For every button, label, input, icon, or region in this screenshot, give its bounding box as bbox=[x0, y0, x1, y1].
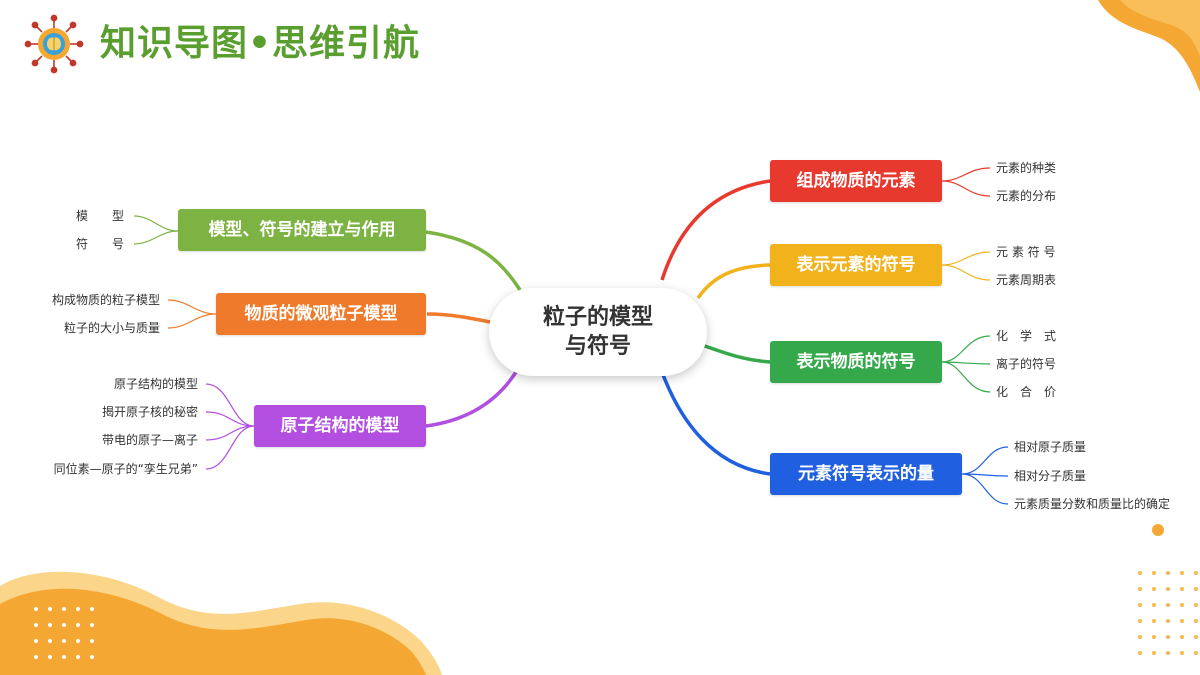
branch-substance-symbols[interactable]: 表示物质的符号 bbox=[770, 341, 942, 383]
leaf-connectors-atom-structure bbox=[205, 383, 255, 470]
leaf-item[interactable]: 构成物质的粒子模型 bbox=[51, 293, 160, 307]
leaf-item[interactable]: 带电的原子—离子 bbox=[101, 433, 198, 447]
leaf-item[interactable]: 化 学 式 bbox=[996, 329, 1057, 343]
leaf-item[interactable]: 同位素—原子的“孪生兄弟” bbox=[53, 462, 198, 476]
connector-atom-structure bbox=[425, 371, 518, 428]
accent-dot bbox=[1152, 524, 1164, 536]
connector-quantities bbox=[660, 371, 771, 476]
leaf-item[interactable]: 揭开原子核的秘密 bbox=[101, 405, 198, 419]
connector-element-symbols bbox=[696, 263, 771, 300]
leaf-item[interactable]: 元素周期表 bbox=[996, 273, 1057, 287]
leaf-connectors-model-symbol bbox=[133, 215, 179, 245]
branch-quantities[interactable]: 元素符号表示的量 bbox=[770, 453, 962, 495]
leaf-connectors-elements bbox=[941, 167, 991, 197]
leaf-item[interactable]: 元素质量分数和质量比的确定 bbox=[1014, 497, 1171, 511]
branch-element-symbols[interactable]: 表示元素的符号 bbox=[770, 244, 942, 286]
leaf-item[interactable]: 离子的符号 bbox=[996, 357, 1057, 371]
top-right-wave-light bbox=[1120, 0, 1200, 56]
leaf-item[interactable]: 模 型 bbox=[75, 209, 124, 223]
leaf-item[interactable]: 相对分子质量 bbox=[1014, 469, 1087, 483]
leaf-item[interactable]: 元素的种类 bbox=[996, 161, 1057, 175]
branch-micro-particles[interactable]: 物质的微观粒子模型 bbox=[216, 293, 426, 335]
bottom-left-dot-grid bbox=[34, 607, 94, 659]
center-line-1: 粒子的模型 bbox=[542, 305, 653, 330]
connector-micro-particles bbox=[426, 312, 491, 324]
leaf-item[interactable]: 元 素 符 号 bbox=[996, 245, 1056, 259]
leaf-connectors-micro-particles bbox=[167, 299, 217, 329]
connector-model-symbol bbox=[425, 230, 522, 291]
leaf-item[interactable]: 粒子的大小与质量 bbox=[63, 321, 160, 335]
leaf-item[interactable]: 元素的分布 bbox=[996, 189, 1057, 203]
leaf-connectors-element-symbols bbox=[941, 251, 991, 281]
center-node: 粒子的模型 与符号 bbox=[489, 288, 707, 376]
center-line-2: 与符号 bbox=[564, 334, 631, 359]
branch-atom-structure[interactable]: 原子结构的模型 bbox=[254, 405, 426, 447]
leaf-item[interactable]: 原子结构的模型 bbox=[113, 377, 198, 391]
connector-substance-symbols bbox=[701, 343, 771, 364]
connector-elements bbox=[660, 179, 771, 281]
leaf-connectors-quantities bbox=[961, 446, 1009, 505]
leaf-item[interactable]: 化 合 价 bbox=[996, 385, 1057, 399]
bottom-left-blob bbox=[0, 588, 426, 675]
page-title: 知识导图•思维引航 bbox=[100, 23, 421, 64]
leaf-item[interactable]: 符 号 bbox=[75, 237, 124, 251]
branch-model-symbol[interactable]: 模型、符号的建立与作用 bbox=[178, 209, 426, 251]
bottom-right-dot-grid bbox=[1138, 571, 1198, 655]
leaf-connectors-substance-symbols bbox=[941, 335, 991, 393]
branch-elements[interactable]: 组成物质的元素 bbox=[770, 160, 942, 202]
brain-gear-icon bbox=[24, 14, 84, 74]
leaf-item[interactable]: 相对原子质量 bbox=[1014, 440, 1087, 454]
